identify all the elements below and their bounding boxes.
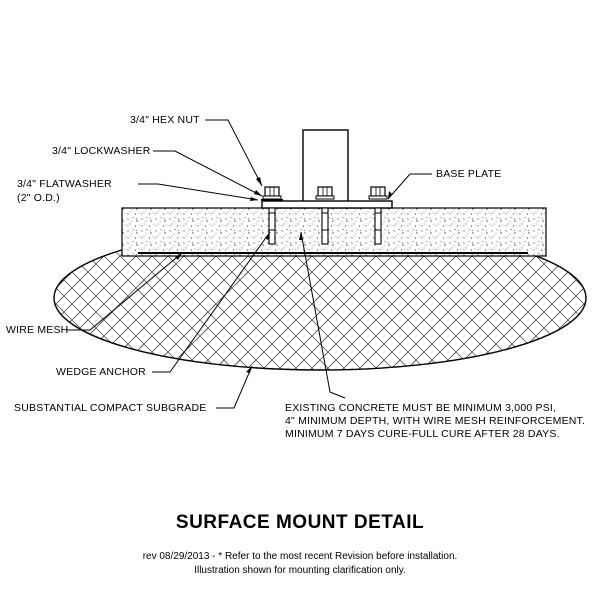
concrete-note: EXISTING CONCRETE MUST BE MINIMUM 3,000 … xyxy=(285,402,585,441)
concrete-note-line-1: EXISTING CONCRETE MUST BE MINIMUM 3,000 … xyxy=(285,402,557,414)
leader-base-plate xyxy=(387,173,432,200)
label-flatwasher: 3/4" FLATWASHER xyxy=(17,178,112,190)
leader-flatwasher xyxy=(138,183,259,201)
label-wedge-anchor: WEDGE ANCHOR xyxy=(56,366,146,378)
anchor-left xyxy=(261,186,283,245)
concrete-slab xyxy=(121,207,547,257)
leader-lines xyxy=(66,119,432,409)
label-subgrade: SUBSTANTIAL COMPACT SUBGRADE xyxy=(14,402,207,414)
drawing-title: SURFACE MOUNT DETAIL xyxy=(175,512,425,533)
leader-wedge-anchor xyxy=(152,231,271,373)
leader-subgrade xyxy=(216,365,253,409)
label-hex-nut: 3/4" HEX NUT xyxy=(130,114,200,126)
leader-wire-mesh xyxy=(66,252,183,331)
footer-disclaimer: Illustration shown for mounting clarific… xyxy=(194,565,406,576)
footer-revision: rev 08/29/2013 - * Refer to the most rec… xyxy=(142,551,458,562)
leader-lockwasher xyxy=(153,150,263,197)
anchor-middle xyxy=(315,186,335,245)
leader-arrowheads xyxy=(175,177,392,373)
anchor-right xyxy=(368,186,388,245)
label-flatwasher-od: (2" O.D.) xyxy=(17,192,60,204)
concrete-note-line-2: 4" MINIMUM DEPTH, WITH WIRE MESH REINFOR… xyxy=(285,415,586,427)
leader-concrete-note xyxy=(300,231,346,399)
label-base-plate: BASE PLATE xyxy=(436,168,502,180)
leader-hex-nut xyxy=(205,119,263,187)
label-wire-mesh: WIRE MESH xyxy=(6,324,69,336)
concrete-note-line-3: MINIMUM 7 DAYS CURE-FULL CURE AFTER 28 D… xyxy=(285,428,560,440)
label-lockwasher: 3/4" LOCKWASHER xyxy=(52,145,151,157)
base-plate xyxy=(261,200,393,209)
